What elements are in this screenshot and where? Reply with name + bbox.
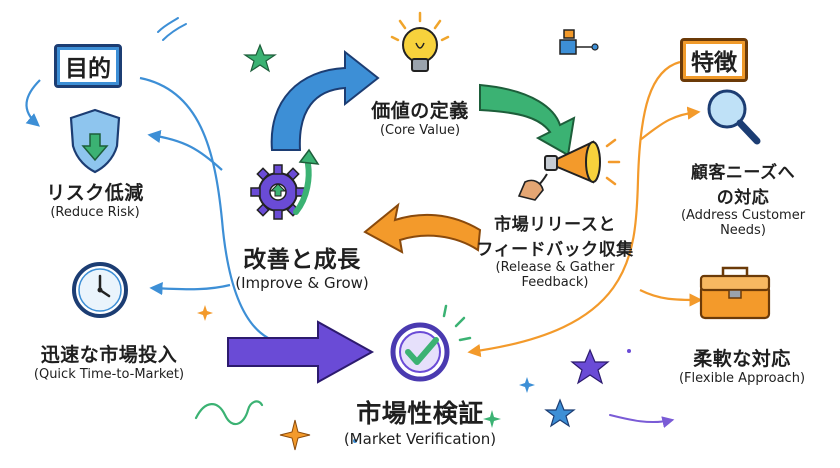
core-value-en: (Core Value)	[379, 123, 461, 138]
release-label: 市場リリースと フィードバック収集 (Release & Gather Feed…	[470, 210, 640, 290]
purpose-title: 目的	[54, 44, 122, 88]
sparkle-green-icon	[483, 410, 501, 428]
customer-needs-jp-line1: 顧客ニーズへ	[690, 163, 796, 183]
sparkle-blue-small-icon	[519, 377, 535, 393]
connector-to-reduce-risk	[147, 129, 223, 171]
gear-growth-icon	[250, 148, 320, 220]
center-en: (Market Verification)	[343, 430, 497, 448]
sparkle-orange-icon	[279, 419, 311, 451]
flexible-en: (Flexible Approach)	[678, 371, 806, 386]
improve-en: (Improve & Grow)	[235, 274, 369, 292]
customer-needs-jp-line2: の対応	[716, 188, 770, 208]
orange-cycle-arrow	[363, 202, 482, 254]
customer-needs-en-line2: Needs)	[720, 223, 766, 238]
reduce-risk-jp: リスク低減	[46, 182, 144, 204]
megaphone-icon	[517, 138, 621, 201]
connector-small-curl	[25, 79, 41, 127]
connector-to-quick-market	[149, 281, 231, 296]
release-jp-line2: フィードバック収集	[476, 240, 634, 260]
reduce-risk-label: リスク低減 (Reduce Risk)	[30, 178, 160, 220]
reduce-risk-en: (Reduce Risk)	[50, 205, 140, 220]
clock-icon	[72, 262, 128, 318]
star-purple-icon	[570, 348, 610, 385]
quick-market-label: 迅速な市場投入 (Quick Time-to-Market)	[14, 340, 204, 382]
blue-cycle-arrow	[270, 49, 380, 151]
customer-needs-en-line1: (Address Customer	[680, 208, 806, 223]
release-en-line1: (Release & Gather	[495, 260, 615, 275]
sparkle-orange-small-icon	[197, 305, 213, 321]
core-value-label: 価値の定義 (Core Value)	[340, 96, 500, 138]
lightbulb-icon	[390, 11, 450, 72]
shield-down-arrow-icon	[69, 108, 121, 174]
improve-jp: 改善と成長	[243, 247, 361, 273]
flexible-label: 柔軟な対応 (Flexible Approach)	[662, 344, 822, 386]
connector-purpose-to-center	[139, 76, 269, 339]
toolbox-icon	[699, 266, 771, 320]
customer-needs-label: 顧客ニーズへ の対応 (Address Customer Needs)	[668, 158, 818, 238]
improve-label: 改善と成長 (Improve & Grow)	[222, 240, 382, 292]
decor-doodles	[157, 17, 675, 428]
check-circle-icon	[390, 304, 472, 382]
decor-stars	[197, 43, 631, 451]
connector-to-customer-needs	[639, 106, 701, 141]
release-en-line2: Feedback)	[521, 275, 589, 290]
cube-icon	[559, 29, 599, 55]
star-blue-icon	[544, 398, 576, 428]
core-value-jp: 価値の定義	[371, 100, 469, 122]
star-green-icon	[243, 43, 277, 73]
orange-connectors	[467, 60, 703, 358]
connector-to-flexible	[639, 289, 703, 307]
purple-arrow	[227, 320, 375, 384]
center-jp: 市場性検証	[356, 399, 484, 428]
magnifier-icon	[707, 89, 761, 145]
release-jp-line1: 市場リリースと	[494, 215, 616, 235]
quick-market-en: (Quick Time-to-Market)	[33, 367, 185, 382]
center-label: 市場性検証 (Market Verification)	[320, 394, 520, 448]
flexible-jp: 柔軟な対応	[693, 348, 791, 370]
features-title: 特徴	[680, 38, 748, 82]
quick-market-jp: 迅速な市場投入	[40, 344, 178, 366]
blue-connectors	[25, 76, 269, 339]
connector-feature-to-center	[467, 60, 681, 358]
